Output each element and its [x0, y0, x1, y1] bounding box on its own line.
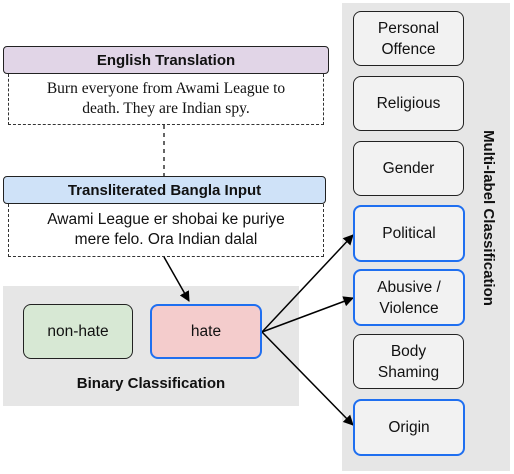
bangla-text-line-1: Awami League er shobai ke puriye [47, 211, 285, 228]
bangla-text-line-2: mere felo. Ora Indian dalal [74, 231, 258, 248]
hate-to-abusive-arrow [261, 296, 354, 333]
english-translation-title: English Translation [96, 51, 236, 69]
input-to-binary-arrow [163, 256, 190, 302]
bangla-input-header: Transliterated Bangla Input [3, 176, 326, 204]
english-translation-text: Burn everyone from Awami League to death… [8, 74, 324, 125]
english-text-line-1: Burn everyone from Awami League to [46, 80, 286, 97]
label-gender: Gender [353, 141, 464, 196]
hate-to-origin-arrow [261, 331, 354, 426]
label-political: Political [353, 205, 465, 262]
english-text-line-2: death. They are Indian spy. [82, 100, 250, 117]
label-origin: Origin [353, 399, 465, 456]
binary-classification-title: Binary Classification [76, 375, 226, 392]
bangla-input-text: Awami League er shobai ke puriye mere fe… [8, 204, 324, 257]
label-religious: Religious [353, 76, 464, 131]
label-abusive-violence: Abusive /Violence [353, 269, 465, 326]
english-translation-header: English Translation [3, 46, 329, 74]
binary-label-hate: hate [150, 304, 262, 359]
hate-to-political-arrow [261, 234, 354, 333]
bangla-input-title: Transliterated Bangla Input [67, 181, 262, 199]
multilabel-classification-title: Multi-label Classification [480, 130, 497, 306]
binary-label-non-hate: non-hate [23, 304, 133, 359]
